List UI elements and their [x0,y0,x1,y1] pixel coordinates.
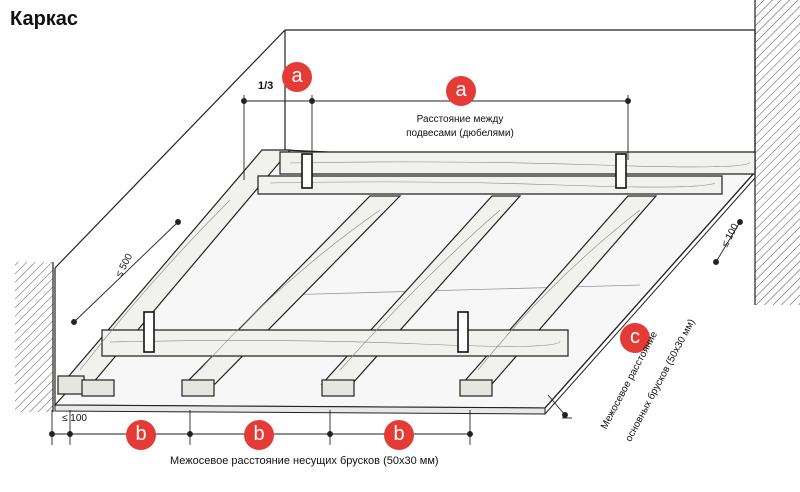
right-wall-hatch [755,0,800,305]
badge-b-center: b [244,420,274,450]
page-title: Каркас [10,8,79,30]
wood-grain [79,161,751,371]
label-bearing-bars: Межосевое расстояние несущих брусков (50… [170,455,439,467]
badge-c: c [620,323,650,353]
hanger-1 [301,153,313,189]
left-wall-hatch [15,262,53,412]
badge-a-left: a [282,62,312,92]
hanger-4 [457,311,469,353]
hanger-2 [615,153,627,189]
badge-b-left: b [126,420,156,450]
label-hanger-distance-2: подвесами (дюбелями) [406,128,514,139]
badge-a-center: a [446,76,476,106]
badge-b-right: b [384,420,414,450]
label-one-third: 1/3 [258,80,274,92]
main-bar-top [257,175,723,195]
hangers [143,153,627,353]
main-bar-front [101,329,569,357]
label-hanger-distance-1: Расстояние между [416,114,504,125]
label-le100-left: ≤ 100 [62,413,87,424]
bar-end-blocks [57,375,493,397]
hanger-3 [143,311,155,353]
